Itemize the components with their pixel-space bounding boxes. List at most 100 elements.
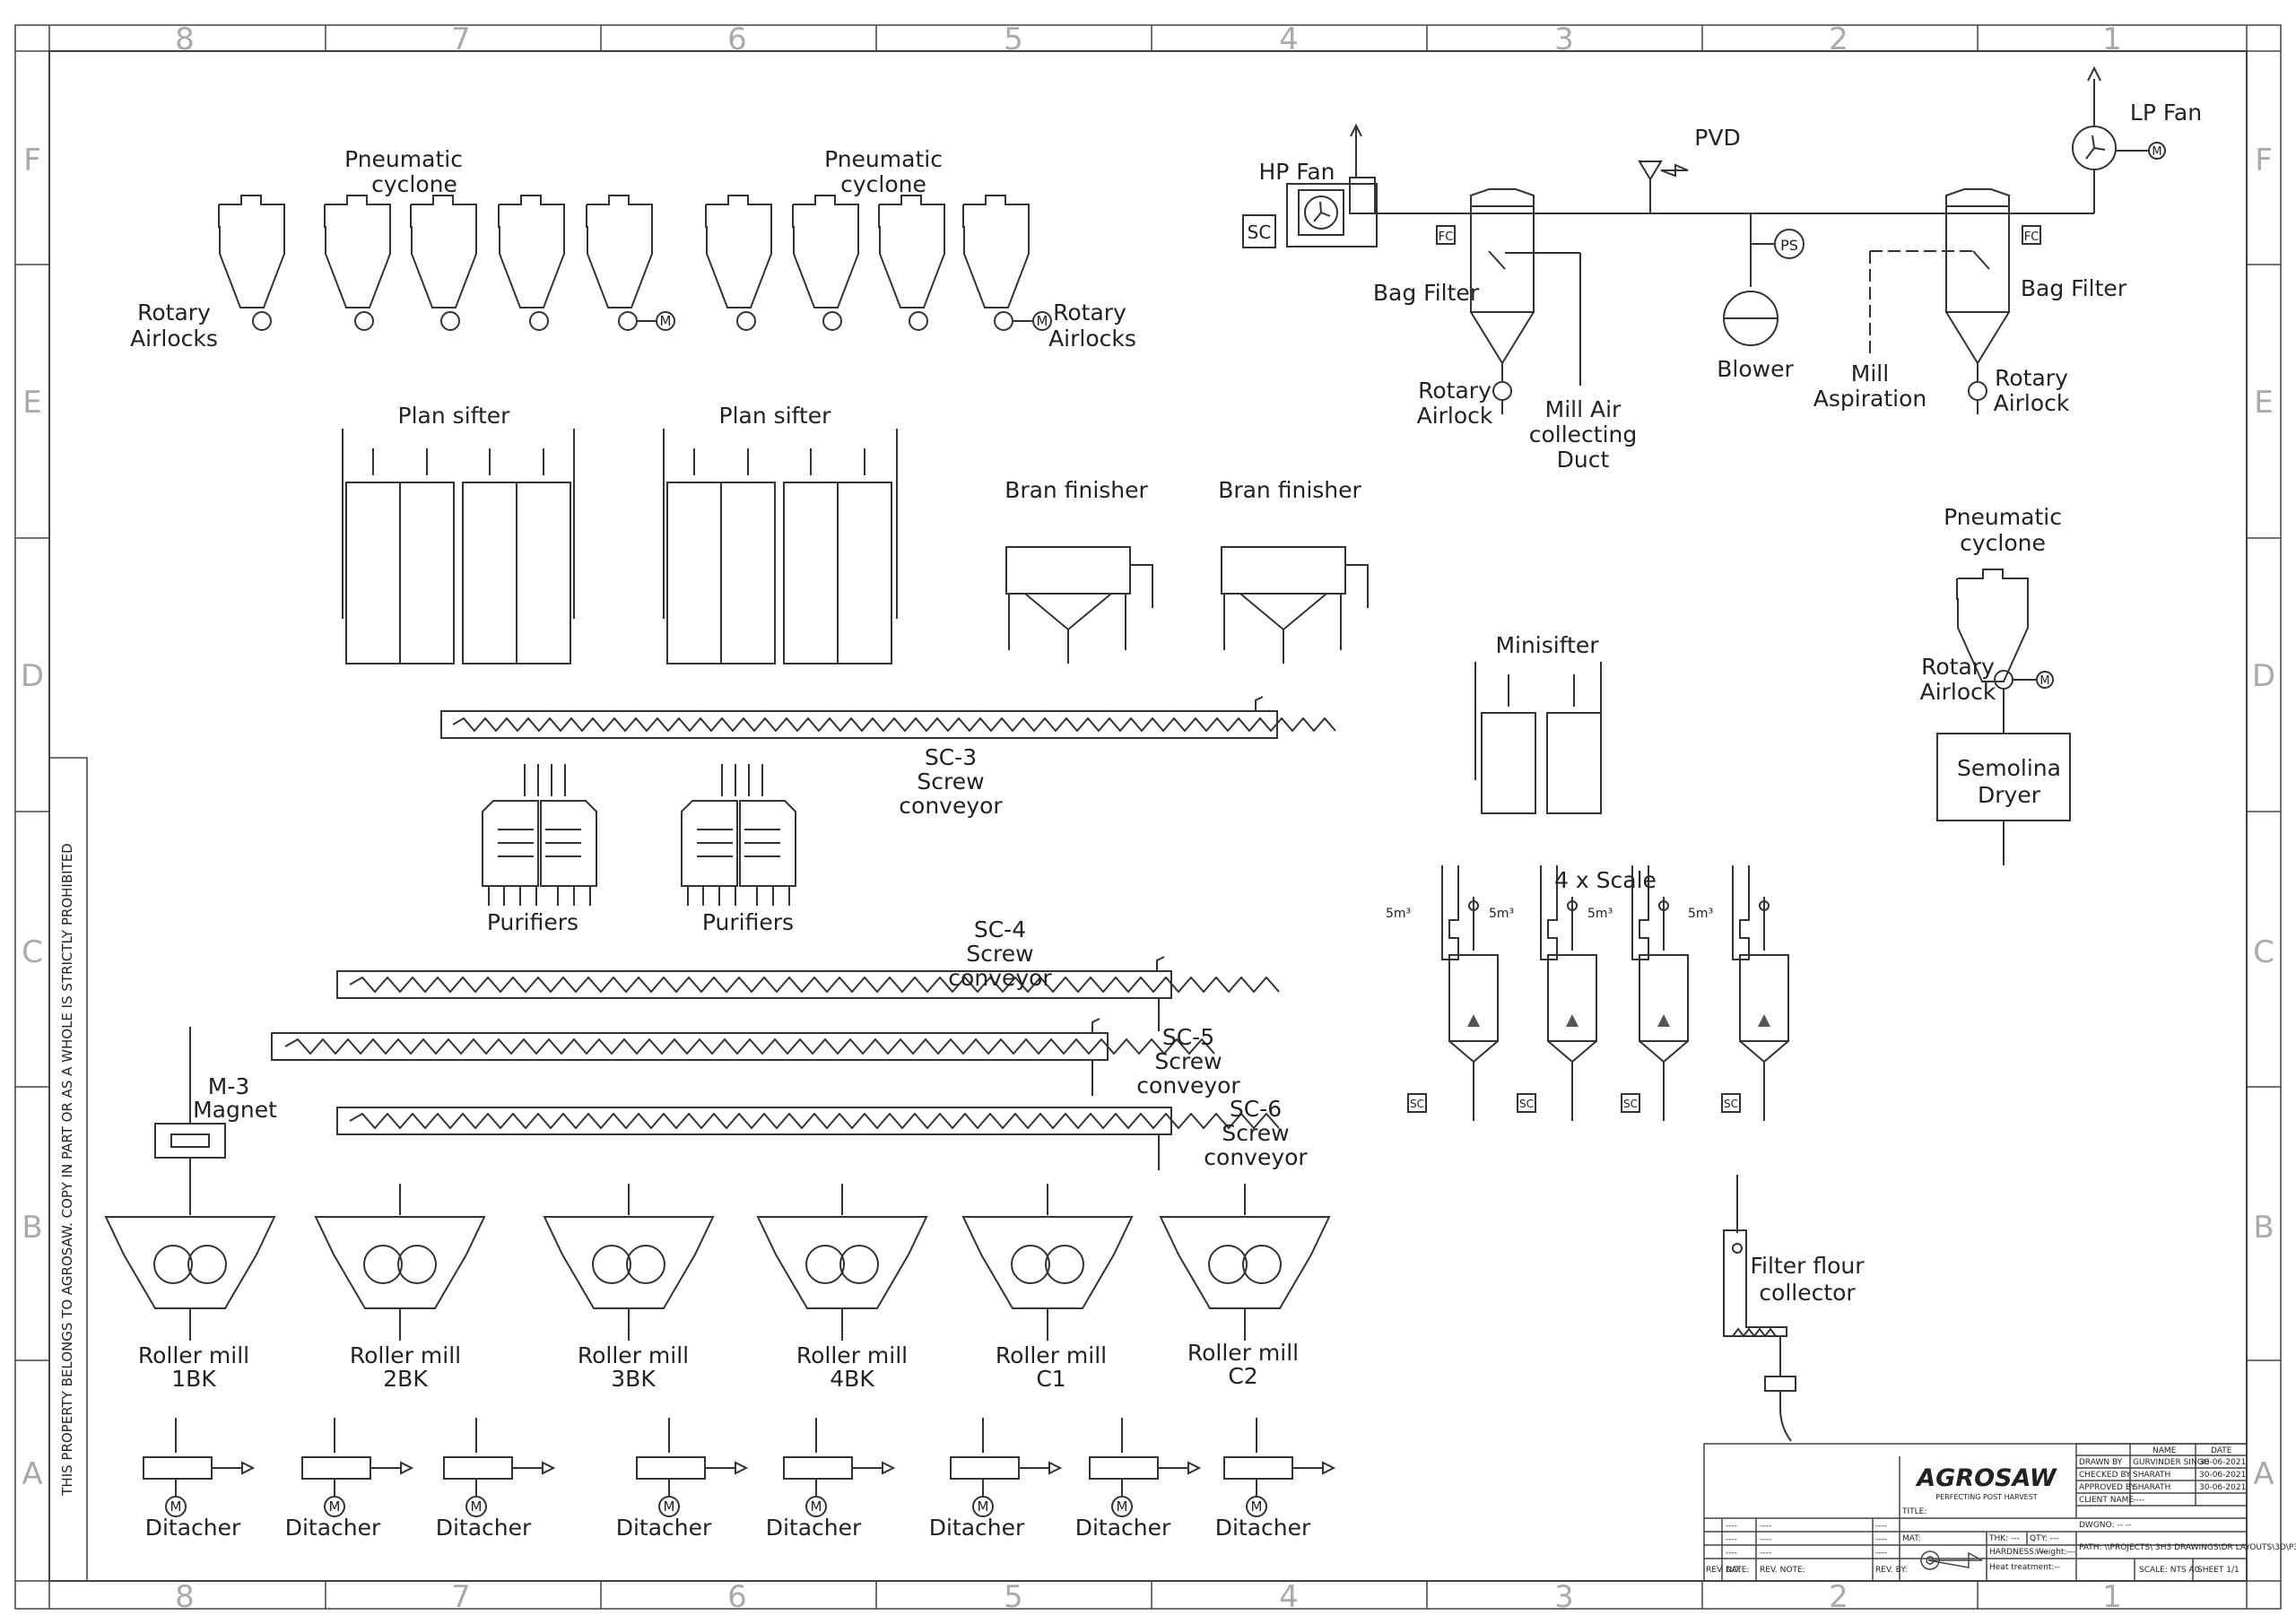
- plan-sifter-2: [663, 429, 898, 664]
- screw-conveyor-sc3: [440, 696, 1336, 739]
- sc4-l3: conveyor: [948, 965, 1052, 991]
- grid-row-l-0: F: [23, 143, 41, 178]
- tb-row2-name: SHARATH: [2133, 1483, 2170, 1492]
- tb-hardness: HARDNESS: ---: [1989, 1548, 2048, 1557]
- grid-col-top-3: 5: [1004, 22, 1023, 57]
- grid-col-bot-4: 4: [1279, 1579, 1299, 1615]
- scale-sc-labels: SC SC SC SC: [1410, 1098, 1738, 1110]
- mill-air-l1: Mill Air: [1545, 396, 1622, 422]
- tb-dash-3: ----: [1726, 1535, 1737, 1544]
- mill-air-l2: collecting: [1529, 421, 1638, 447]
- tb-row2-date: 30-06-2021: [2199, 1483, 2246, 1492]
- bag-filter-1-fc: FC: [1439, 230, 1454, 244]
- aspiration-system: [1242, 65, 2166, 414]
- pneumatic-cyclone-3: [1936, 569, 2071, 865]
- hp-fan-label: HP Fan: [1258, 159, 1335, 185]
- grid-row-l-1: E: [22, 385, 41, 421]
- grid-col-bot-5: 3: [1554, 1579, 1574, 1615]
- pneumatic-cyclone-3-l2: cyclone: [1960, 530, 2046, 556]
- tb-thk: THK: ---: [1988, 1534, 2020, 1543]
- ditacher-label-0: Ditacher: [145, 1515, 241, 1541]
- scales: [1407, 865, 1789, 1121]
- grid-row-r-2: D: [2252, 658, 2275, 694]
- title-block: [1703, 1443, 2248, 1582]
- tb-dash-2: ----: [1875, 1522, 1887, 1531]
- grid-col-top-4: 4: [1279, 22, 1299, 57]
- hp-fan-sc: SC: [1248, 221, 1272, 243]
- grid-col-top-6: 2: [1829, 22, 1848, 57]
- ps-label: PS: [1780, 237, 1798, 254]
- sc5-l3: conveyor: [1136, 1073, 1240, 1099]
- grid-col-top-2: 6: [727, 22, 747, 57]
- tb-row3-role: CLIENT NAME: [2079, 1496, 2134, 1505]
- tb-rev-no: REV. NO:: [1706, 1566, 1741, 1575]
- pneumatic-cyclone-2-l2: cyclone: [840, 171, 926, 197]
- ditacher-label-2: Ditacher: [436, 1515, 532, 1541]
- grid-row-r-1: E: [2254, 385, 2273, 421]
- scale-label: 4 x Scale: [1554, 867, 1657, 893]
- grid-col-top-5: 3: [1554, 22, 1574, 57]
- bag-filter-2-fc: FC: [2024, 230, 2039, 244]
- tb-row0-date: 30-06-2021: [2199, 1458, 2246, 1467]
- tb-dash-6: ----: [1726, 1549, 1737, 1558]
- bag-filter-2-label: Bag Filter: [2021, 275, 2127, 301]
- motor-label-c2: M: [1037, 313, 1048, 329]
- ditacher-label-4: Ditacher: [766, 1515, 862, 1541]
- grid-row-r-4: B: [2253, 1210, 2274, 1246]
- ditacher-labels: Ditacher Ditacher Ditacher Ditacher Dita…: [145, 1515, 1311, 1541]
- roller-mill-2bk-l1: Roller mill: [350, 1342, 461, 1368]
- tb-dash-8: ----: [1875, 1549, 1887, 1558]
- scale-sc-3: SC: [1724, 1098, 1738, 1110]
- purifiers-2-label: Purifiers: [702, 909, 794, 935]
- grid-col-bot-3: 5: [1004, 1579, 1023, 1615]
- ditacher-motor-2: M: [471, 1498, 483, 1515]
- sc6-l1: SC-6: [1230, 1096, 1282, 1122]
- sc3-l1: SC-3: [925, 744, 977, 770]
- grid-col-bot-2: 6: [727, 1579, 747, 1615]
- grid-zones: [15, 25, 2281, 1609]
- title-tagline: PERFECTING POST HARVEST: [1935, 1493, 2037, 1501]
- purifier-2: [681, 764, 796, 906]
- cyclone-group-right: [705, 195, 1052, 331]
- rotary-airlock-1-l1: Rotary: [1418, 378, 1492, 404]
- scale-sc-0: SC: [1410, 1098, 1424, 1110]
- bran-finisher-1-label: Bran finisher: [1004, 477, 1148, 503]
- scale-sc-1: SC: [1519, 1098, 1534, 1110]
- sc5-l2: Screw: [1154, 1048, 1222, 1074]
- tb-dash-7: ----: [1760, 1549, 1771, 1558]
- ditacher-label-3: Ditacher: [616, 1515, 712, 1541]
- plan-sifter-1: [342, 429, 575, 664]
- roller-mill-3bk-l1: Roller mill: [578, 1342, 689, 1368]
- motor-label-c1: M: [660, 313, 672, 329]
- grid-col-bot-7: 1: [2102, 1579, 2122, 1615]
- roller-mill-c2-l2: C2: [1228, 1363, 1257, 1389]
- sc6-l2: Screw: [1222, 1120, 1289, 1146]
- ditacher-motor-4: M: [811, 1498, 822, 1515]
- tb-rev-by: REV. BY:: [1875, 1566, 1908, 1575]
- side-note-box: [48, 757, 88, 1582]
- rotary-airlocks-right-l1: Rotary: [1053, 300, 1126, 326]
- semolina-dryer-l2: Dryer: [1978, 782, 2041, 808]
- sc5-l1: SC-5: [1162, 1024, 1214, 1050]
- title-col-name: NAME: [2152, 1446, 2177, 1455]
- scale-sc-2: SC: [1623, 1098, 1638, 1110]
- pneumatic-cyclone-2-l1: Pneumatic: [824, 146, 943, 172]
- blower-label: Blower: [1717, 356, 1794, 382]
- lp-fan-motor: M: [2152, 145, 2161, 159]
- pvd-label: PVD: [1694, 125, 1740, 151]
- tb-row1-date: 30-06-2021: [2199, 1471, 2246, 1480]
- screw-conveyor-sc5: [271, 1018, 1215, 1096]
- grid-row-r-5: A: [2253, 1456, 2274, 1492]
- pneumatic-cyclone-1-l2: cyclone: [371, 171, 457, 197]
- filter-flour-l1: Filter flour: [1750, 1253, 1865, 1279]
- grid-row-l-3: C: [22, 934, 43, 970]
- grid-row-r-0: F: [2255, 143, 2273, 178]
- roller-mill-c2-l1: Roller mill: [1187, 1340, 1299, 1366]
- tb-dwg: DWGNO: -- --: [2079, 1521, 2131, 1530]
- rotary-airlock-1-l2: Airlock: [1417, 403, 1493, 429]
- rotary-airlock-3-l2: Airlock: [1920, 679, 1996, 705]
- tb-dash-4: ----: [1760, 1535, 1771, 1544]
- roller-mill-4bk-l1: Roller mill: [796, 1342, 908, 1368]
- purifier-1: [482, 764, 597, 906]
- tb-rev-note: REV. NOTE:: [1760, 1566, 1805, 1575]
